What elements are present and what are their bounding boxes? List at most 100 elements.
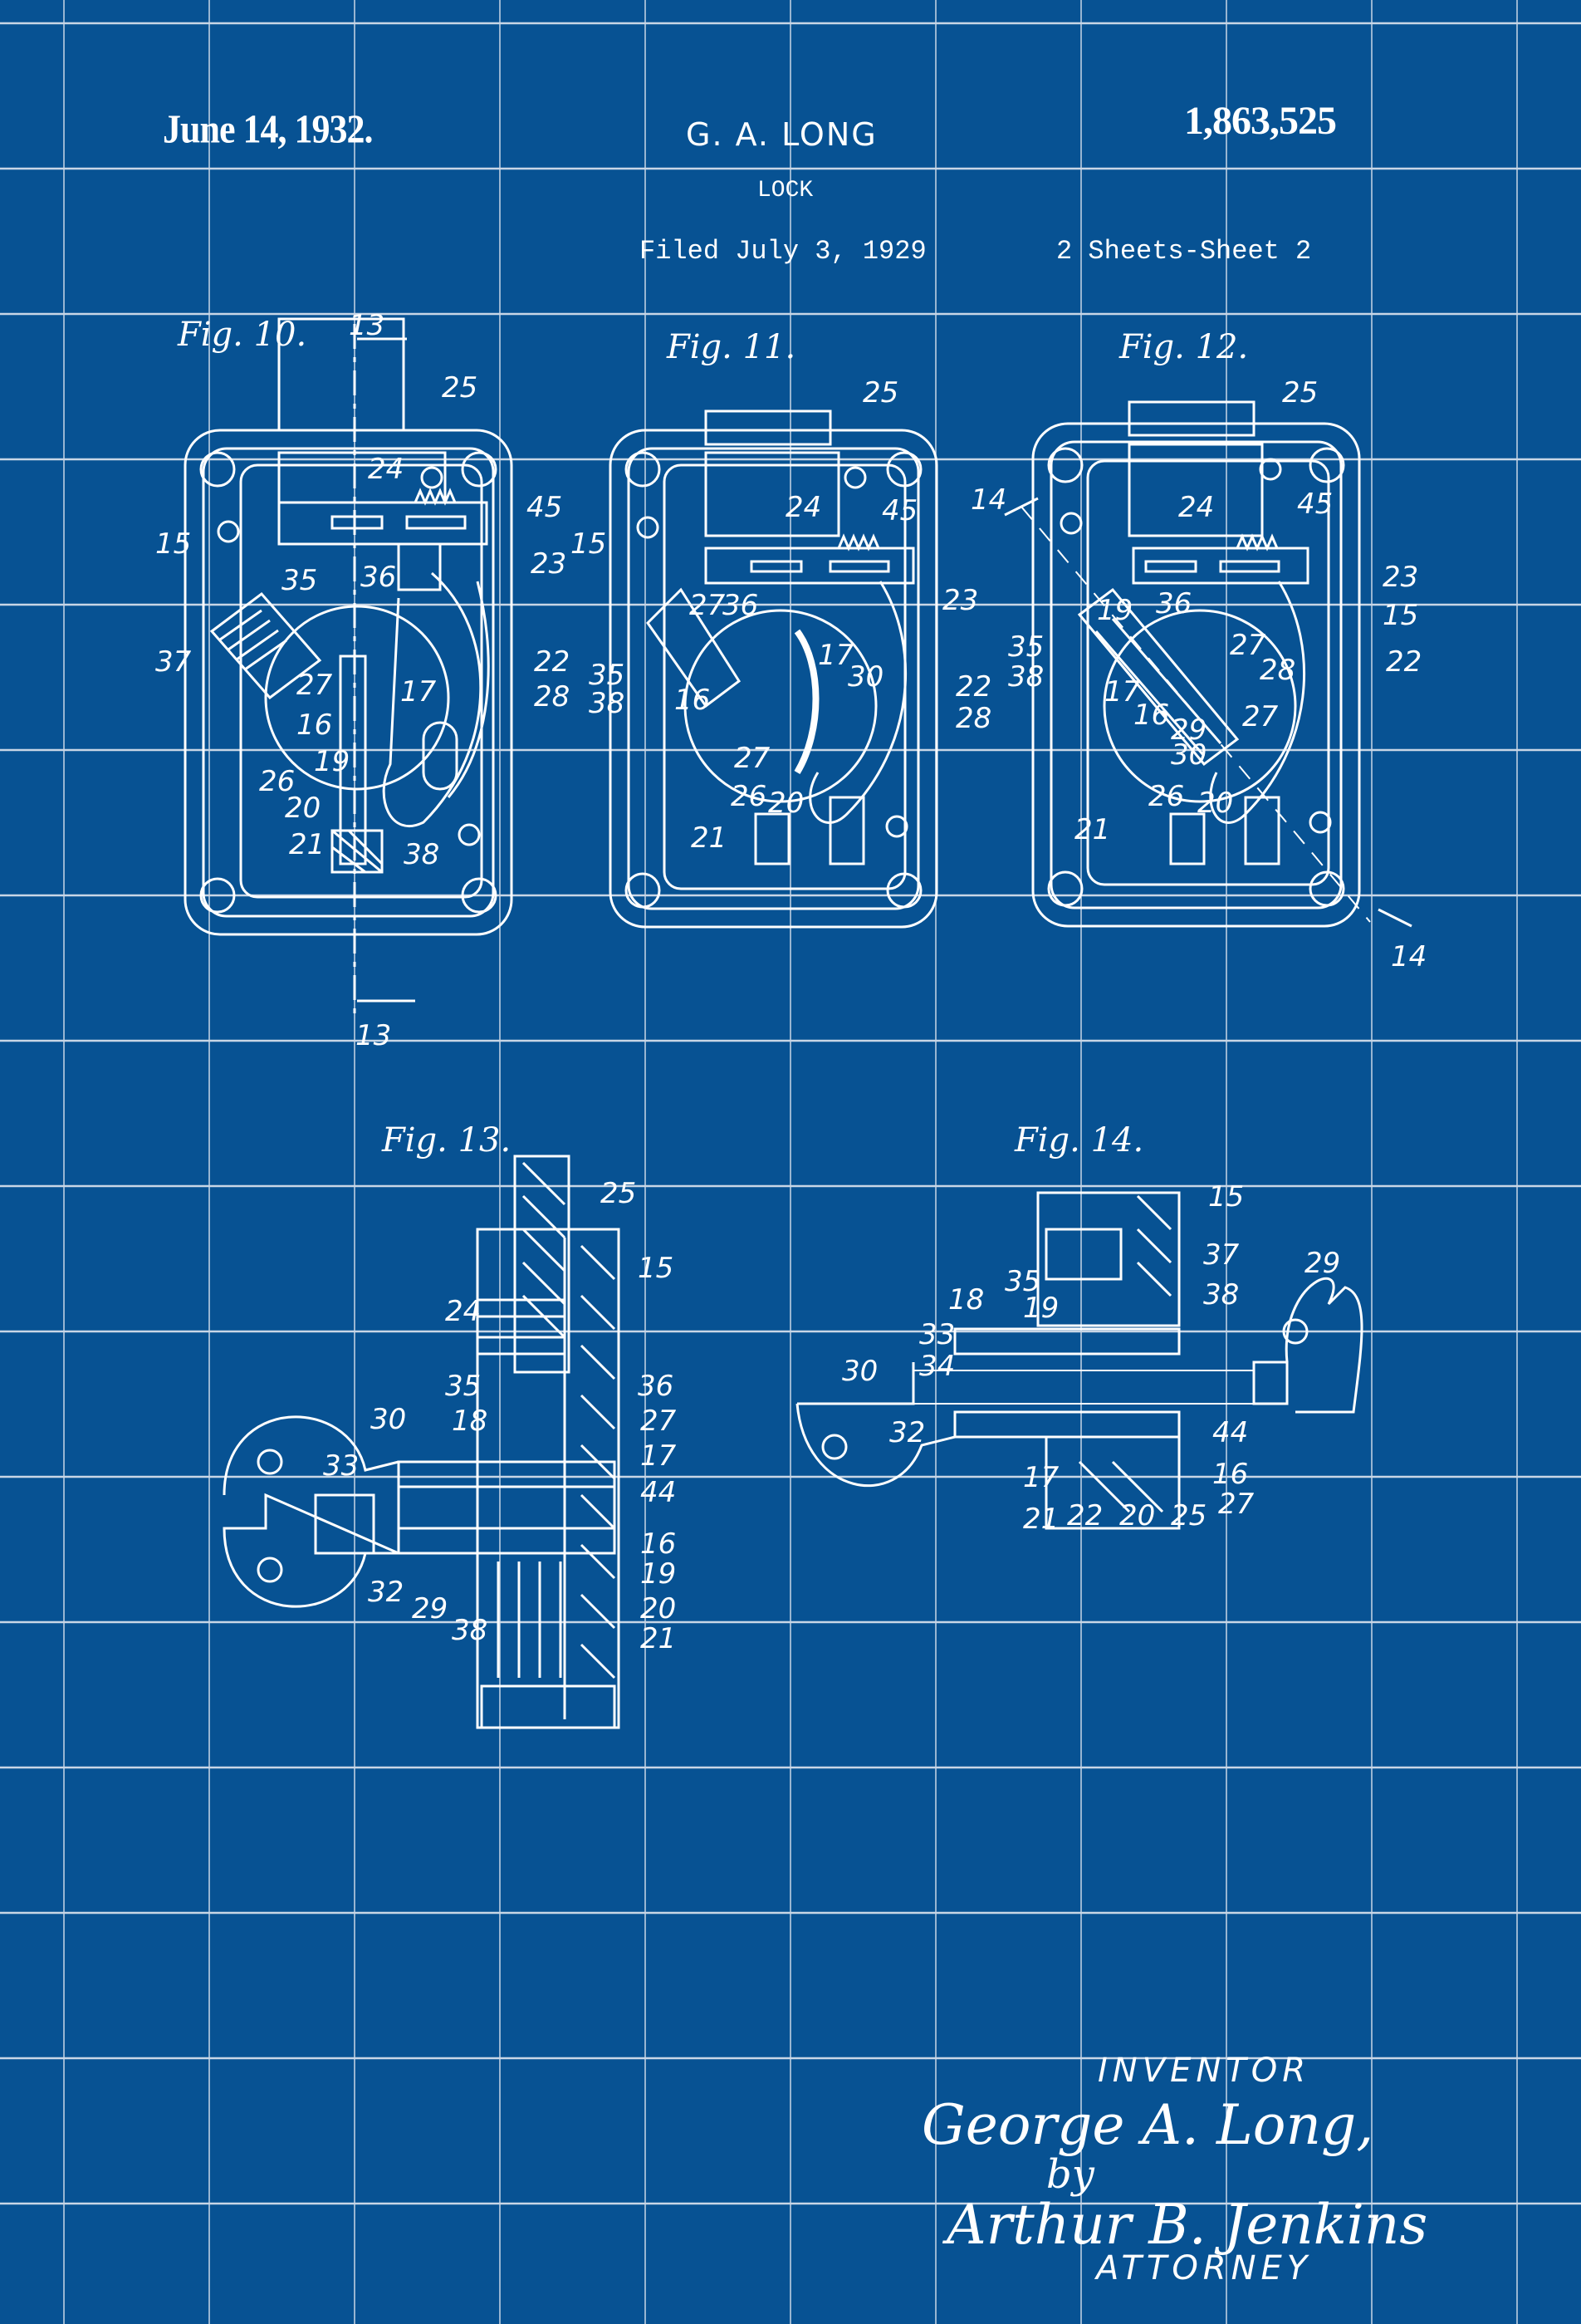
figure-11-drawing <box>609 409 938 929</box>
reference-numeral: 13 <box>349 309 385 342</box>
reference-numeral: 26 <box>1148 780 1185 813</box>
reference-numeral: 15 <box>570 527 607 561</box>
figure-12-drawing <box>1004 400 1412 928</box>
reference-numeral: 20 <box>285 792 321 825</box>
reference-numeral: 38 <box>404 838 440 871</box>
attorney-caption: ATTORNEY <box>1096 2249 1313 2287</box>
reference-numeral: 37 <box>155 645 192 679</box>
figure-13-drawing <box>223 1155 620 1729</box>
reference-numeral: 27 <box>640 1405 677 1438</box>
reference-numeral: 17 <box>818 639 854 672</box>
reference-numeral: 16 <box>1212 1458 1249 1491</box>
reference-numeral: 21 <box>1074 813 1111 846</box>
reference-numeral: 27 <box>1218 1488 1255 1521</box>
reference-numeral: 28 <box>1260 654 1296 687</box>
reference-numeral: 23 <box>942 584 979 617</box>
figure-13-label: Fig. 13. <box>382 1121 512 1160</box>
filing-date: Filed July 3, 1929 <box>639 236 927 267</box>
reference-numeral: 27 <box>296 669 333 702</box>
reference-numeral: 18 <box>452 1405 488 1438</box>
patent-title: LOCK <box>757 178 814 203</box>
reference-numeral: 17 <box>400 675 437 708</box>
reference-numeral: 24 <box>445 1295 482 1328</box>
reference-numeral: 37 <box>1203 1238 1240 1272</box>
reference-numeral: 21 <box>640 1622 677 1655</box>
reference-numeral: 14 <box>1391 940 1427 973</box>
reference-numeral: 36 <box>1156 587 1192 620</box>
reference-numeral: 26 <box>259 765 296 798</box>
reference-numeral: 22 <box>1386 645 1422 679</box>
reference-numeral: 28 <box>534 680 570 713</box>
reference-numeral: 44 <box>640 1476 677 1509</box>
by-text: by <box>1046 2151 1094 2198</box>
patent-number: 1,863,525 <box>1184 99 1337 143</box>
reference-numeral: 20 <box>640 1592 677 1625</box>
reference-numeral: 22 <box>1067 1499 1104 1532</box>
reference-numeral: 27 <box>1230 629 1266 662</box>
reference-numeral: 35 <box>1008 630 1045 664</box>
attorney-signature: Arthur B. Jenkins <box>947 2193 1428 2257</box>
reference-numeral: 16 <box>1133 699 1170 732</box>
reference-numeral: 15 <box>638 1252 674 1285</box>
reference-numeral: 25 <box>600 1177 637 1210</box>
reference-numeral: 16 <box>674 684 711 717</box>
reference-numeral: 17 <box>1104 675 1141 708</box>
reference-numeral: 35 <box>445 1370 482 1403</box>
reference-numeral: 35 <box>281 564 318 597</box>
reference-numeral: 27 <box>1242 700 1279 733</box>
reference-numeral: 44 <box>1212 1416 1249 1449</box>
reference-numeral: 33 <box>919 1318 956 1351</box>
reference-numeral: 38 <box>1008 660 1045 694</box>
reference-numeral: 29 <box>412 1592 448 1625</box>
inventor-signature: George A. Long, <box>922 2093 1374 2157</box>
figure-11-label: Fig. 11. <box>667 328 796 366</box>
reference-numeral: 35 <box>1005 1265 1041 1298</box>
reference-numeral: 28 <box>956 702 992 735</box>
reference-numeral: 13 <box>355 1019 392 1052</box>
reference-numeral: 24 <box>368 453 404 486</box>
figure-10-drawing <box>184 317 513 1022</box>
inventor-caption: INVENTOR <box>1098 2052 1310 2090</box>
sheet-number: 2 Sheets-Sheet 2 <box>1056 236 1312 267</box>
reference-numeral: 17 <box>640 1439 677 1473</box>
reference-numeral: 21 <box>289 828 326 861</box>
reference-numeral: 23 <box>531 547 567 581</box>
reference-numeral: 25 <box>1171 1499 1207 1532</box>
reference-numeral: 30 <box>370 1403 407 1436</box>
reference-numeral: 21 <box>1023 1503 1060 1536</box>
figure-14-label: Fig. 14. <box>1015 1121 1144 1160</box>
inventor-name: G. A. LONG <box>686 116 878 153</box>
reference-numeral: 15 <box>1383 599 1419 632</box>
reference-numeral: 24 <box>786 491 822 524</box>
reference-numeral: 23 <box>1383 561 1419 594</box>
reference-numeral: 22 <box>534 645 570 679</box>
reference-numeral: 19 <box>640 1557 677 1591</box>
reference-numeral: 45 <box>526 491 563 524</box>
reference-numeral: 25 <box>1282 376 1319 409</box>
reference-numeral: 29 <box>1171 713 1207 747</box>
reference-numeral: 16 <box>296 708 333 742</box>
reference-numeral: 36 <box>360 561 397 594</box>
reference-numeral: 29 <box>1304 1247 1341 1280</box>
reference-numeral: 19 <box>1023 1292 1060 1325</box>
reference-numeral: 32 <box>889 1416 926 1449</box>
reference-numeral: 14 <box>971 483 1007 517</box>
reference-numeral: 18 <box>948 1283 985 1316</box>
reference-numeral: 25 <box>442 371 478 404</box>
reference-numeral: 38 <box>452 1614 488 1647</box>
reference-numeral: 30 <box>1171 738 1207 772</box>
reference-numeral: 45 <box>1297 488 1334 521</box>
reference-numeral: 20 <box>1119 1499 1156 1532</box>
reference-numeral: 20 <box>1197 787 1234 820</box>
figure-10-label: Fig. 10. <box>178 316 307 354</box>
reference-numeral: 19 <box>1097 594 1133 627</box>
reference-numeral: 36 <box>638 1370 674 1403</box>
reference-numeral: 32 <box>368 1576 404 1609</box>
figure-14-drawing <box>795 1191 1363 1530</box>
reference-numeral: 27 <box>689 589 726 622</box>
issue-date: June 14, 1932. <box>163 106 373 152</box>
figure-12-label: Fig. 12. <box>1119 328 1249 366</box>
reference-numeral: 38 <box>589 687 625 720</box>
